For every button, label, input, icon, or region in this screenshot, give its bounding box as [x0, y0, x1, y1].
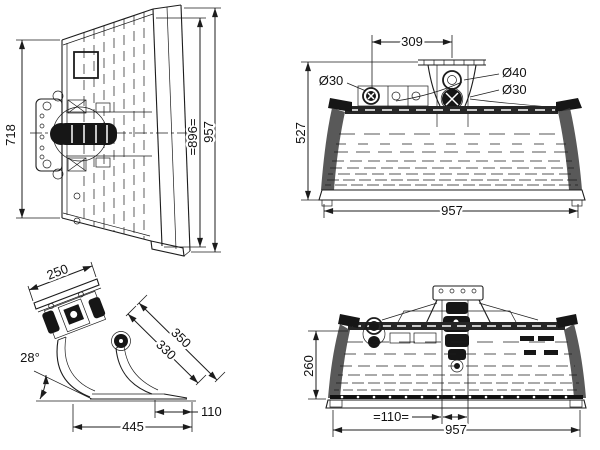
dim-label-110-side: 110: [201, 404, 222, 419]
dim-label-957-front: 957: [441, 203, 463, 218]
rear-top-rail: [348, 322, 565, 330]
dim-label-250: 250: [45, 261, 71, 283]
dim-260: 260: [299, 330, 348, 400]
front-view-left-mechanism: [357, 85, 429, 107]
dim-957-rear: 957: [332, 410, 581, 439]
dim-label-527: 527: [293, 122, 308, 144]
dim-110-side: 110: [154, 400, 224, 432]
dim-dia30-left: Ø30: [316, 71, 367, 92]
dim-dia40: Ø40: [463, 63, 529, 82]
dim-dia30-right: Ø30: [469, 80, 529, 99]
rear-right-side-plate: [564, 324, 586, 398]
dim-label-309: 309: [401, 34, 423, 49]
rear-view-coupler-stack: [443, 302, 470, 373]
dim-896: =896=: [156, 17, 206, 248]
dim-label-260: 260: [301, 355, 316, 377]
dim-527: 527: [291, 61, 418, 201]
front-view: 309 Ø30 Ø40 Ø30 527 957: [291, 32, 586, 220]
dim-label-dia40: Ø40: [502, 65, 527, 80]
left-pin: [362, 87, 380, 105]
front-view-body: [318, 98, 586, 207]
right-side-plate: [558, 108, 582, 190]
dim-718: 718: [1, 39, 60, 219]
side-view-blades: [36, 336, 196, 402]
rear-bottom-bolts: [340, 395, 568, 399]
side-view-bracket: [42, 290, 107, 340]
dim-957-front: 957: [323, 201, 579, 220]
dim-110-rear: =110=: [371, 378, 469, 426]
dim-label-dia30-left: Ø30: [319, 73, 344, 88]
dim-label-957-rear: 957: [445, 422, 467, 437]
dim-957-top: 957: [184, 7, 221, 253]
dim-350: 350: [136, 294, 226, 383]
dim-330: 330: [125, 305, 207, 386]
dim-label-445: 445: [122, 419, 144, 434]
dim-label-28deg: 28°: [20, 350, 40, 365]
top-view-mount-bracket: [35, 90, 152, 225]
top-view-bucket-outline: [61, 4, 191, 257]
rear-left-side-plate: [328, 324, 350, 398]
dim-label-718: 718: [3, 124, 18, 146]
dim-angle-28: 28°: [18, 348, 93, 400]
rear-view: 260 =110= 957: [299, 285, 587, 439]
dim-label-110-rear: =110=: [373, 409, 409, 424]
top-view: 718 =896= 957: [1, 4, 221, 257]
dim-label-dia30-right: Ø30: [502, 82, 527, 97]
bottom-edge-plate: [318, 189, 586, 201]
dim-445: 445: [72, 404, 192, 436]
rear-view-body: [325, 314, 587, 409]
dim-309: 309: [371, 32, 453, 88]
side-view: 250 350 330 28° 110 44: [18, 259, 226, 436]
top-view-pin-coupler: [50, 123, 117, 145]
left-side-plate: [321, 108, 345, 190]
dim-label-957-top: 957: [201, 121, 216, 143]
dim-label-896: =896=: [185, 119, 200, 156]
rear-view-top-bracket: [381, 285, 539, 378]
